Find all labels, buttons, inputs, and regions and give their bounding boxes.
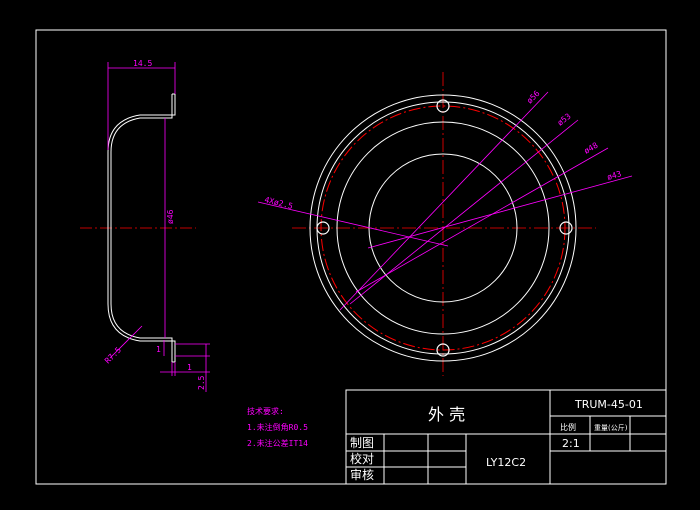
dim-t3-label: 2.5 — [197, 375, 206, 390]
tech-notes-heading: 技术要求: — [247, 406, 284, 416]
dim-radius-leader — [109, 325, 143, 359]
bolt-hole-left — [316, 221, 330, 235]
dim-t2-label: 1 — [187, 363, 192, 372]
scale-label: 比例 — [560, 422, 576, 432]
leader-d53 — [349, 119, 579, 305]
scale-value: 2:1 — [562, 437, 580, 450]
leader-holes — [257, 201, 449, 247]
dim-d56-label: ø56 — [525, 89, 542, 106]
bolt-circle — [320, 105, 566, 351]
dim-d43-label: ø43 — [606, 169, 623, 182]
leader-d43 — [367, 175, 633, 249]
row-approved: 审核 — [350, 467, 374, 482]
bolt-hole-bottom — [436, 343, 450, 357]
section-view: 14.5 ø46 R7.5 1 1 2.5 — [80, 59, 210, 392]
tech-note-1: 1.未注倒角R0.5 — [247, 422, 308, 432]
leader-d56 — [339, 91, 549, 311]
section-outer-profile — [107, 94, 176, 362]
weight-label: 重量(公斤) — [594, 423, 628, 432]
title-block-frame — [345, 389, 667, 485]
dim-width-label: 14.5 — [133, 59, 152, 68]
dim-height-label: ø46 — [166, 209, 175, 224]
circle-d48 — [336, 121, 550, 335]
leader-d48 — [355, 147, 609, 293]
technical-notes: 技术要求: 1.未注倒角R0.5 2.未注公差IT14 — [247, 406, 308, 448]
drawing-number: TRUM-45-01 — [574, 398, 643, 411]
bolt-hole-top — [436, 99, 450, 113]
dim-d48-label: ø48 — [583, 141, 600, 156]
material: LY12C2 — [486, 456, 526, 469]
dim-t1-label: 1 — [156, 345, 161, 354]
bolt-hole-right — [559, 221, 573, 235]
title-block — [345, 389, 667, 485]
part-name: 外 壳 — [428, 405, 465, 424]
dim-d53-label: ø53 — [556, 111, 573, 127]
row-drawn: 制图 — [350, 436, 374, 450]
tech-note-2: 2.未注公差IT14 — [247, 438, 308, 448]
outer-circle-d56 — [309, 94, 577, 362]
row-checked: 校对 — [350, 451, 374, 466]
front-view: ø56 ø53 ø48 ø43 4Xø2.5 — [257, 72, 633, 376]
dim-holes-label: 4Xø2.5 — [264, 195, 294, 211]
